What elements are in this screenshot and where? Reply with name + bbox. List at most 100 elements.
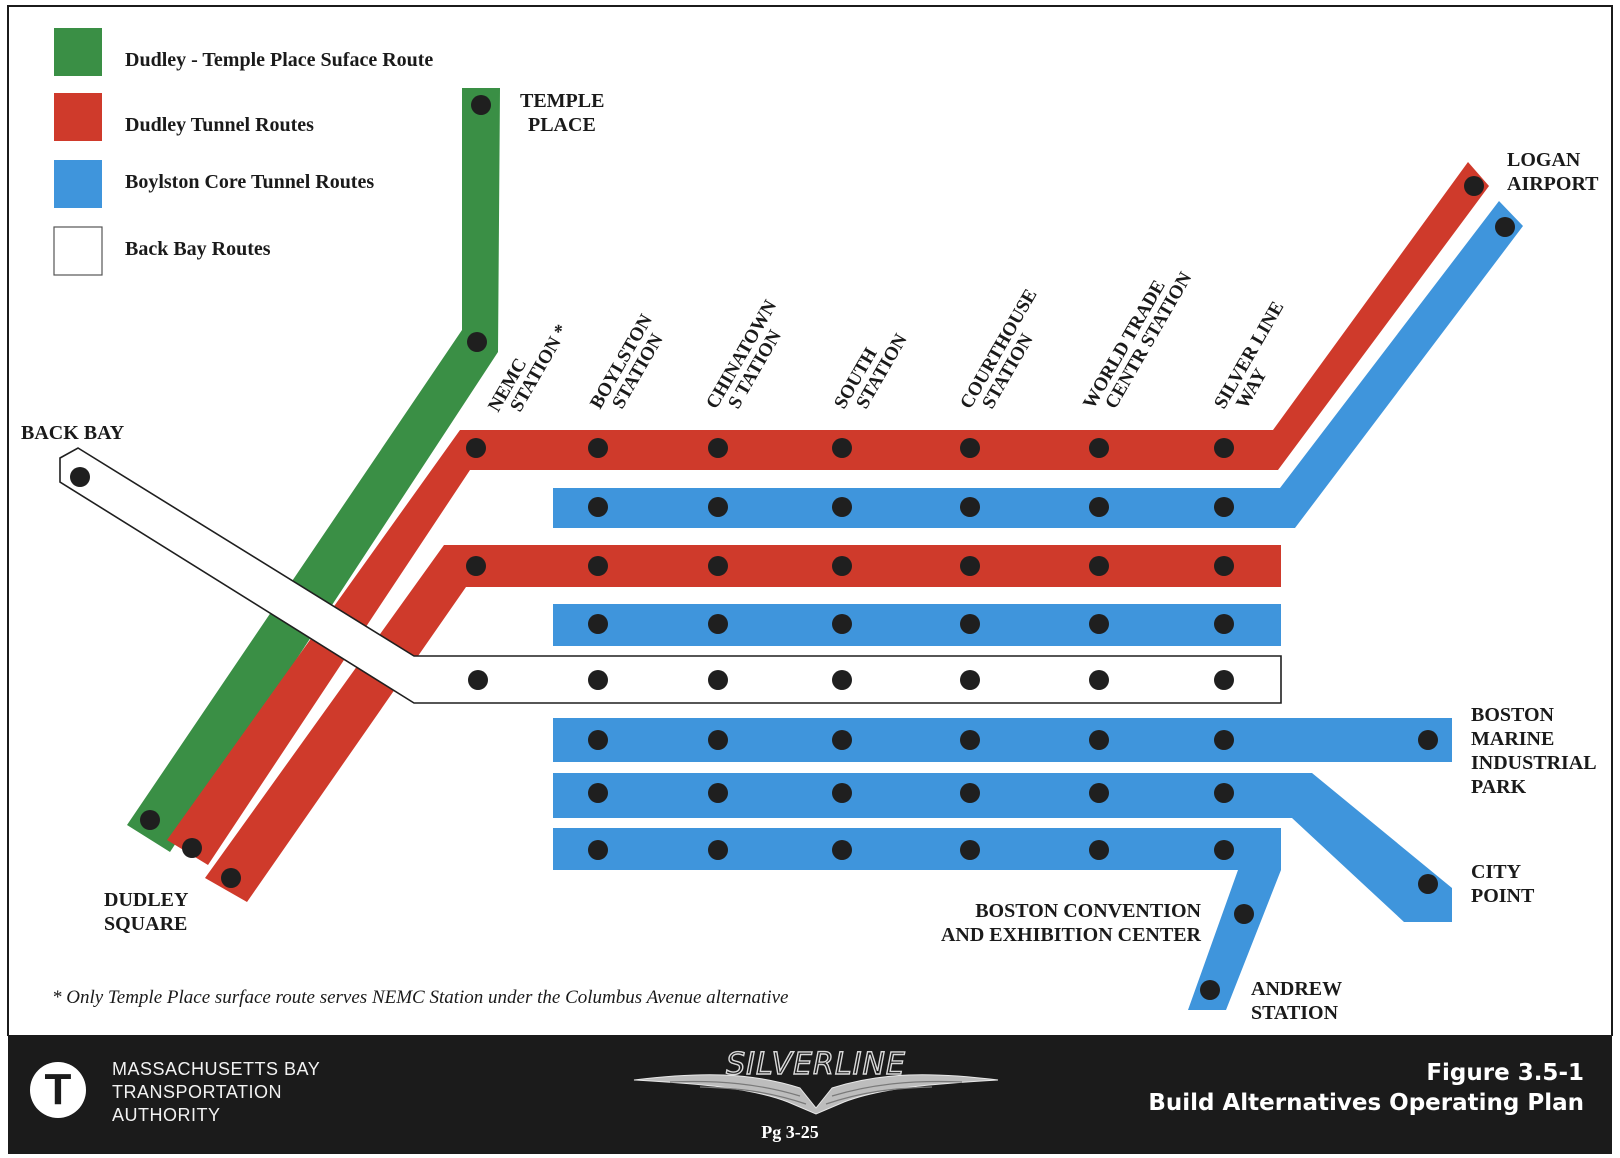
route-red-second (205, 545, 1281, 902)
station-dot (588, 783, 608, 803)
figure-caption: Figure 3.5-1 Build Alternatives Operatin… (1148, 1058, 1584, 1118)
station-dot (588, 670, 608, 690)
place-label-city-point-line1: CITY (1471, 861, 1522, 883)
place-label-andrew-line2: STATION (1251, 1002, 1339, 1024)
figure-frame (7, 5, 1613, 1036)
place-labels: TEMPLE PLACE BACK BAY LOGAN AIRPORT BOST… (21, 90, 1599, 1024)
station-dot (1214, 730, 1234, 750)
legend-label-back-bay: Back Bay Routes (125, 238, 271, 260)
station-dot (1214, 840, 1234, 860)
station-dot (1089, 497, 1109, 517)
route-red-logan (167, 162, 1489, 865)
station-dot (708, 497, 728, 517)
station-dot (468, 670, 488, 690)
place-label-city-point-line2: POINT (1471, 885, 1535, 907)
station-dot (466, 438, 486, 458)
station-dot (832, 840, 852, 860)
place-label-andrew-line1: ANDREW (1251, 978, 1342, 1000)
place-label-convention-line2: AND EXHIBITION CENTER (941, 924, 1202, 946)
station-dot (960, 670, 980, 690)
station-dot (221, 868, 241, 888)
legend-swatch-red (54, 93, 102, 141)
station-dot (1418, 730, 1438, 750)
station-labels: NEMC STATION * BOYLSTON STATION CHINATOW… (484, 268, 1288, 415)
station-dot (588, 556, 608, 576)
station-dot (708, 556, 728, 576)
place-label-temple-place-line1: TEMPLE (520, 90, 604, 112)
place-label-back-bay: BACK BAY (21, 422, 125, 444)
station-dot (960, 783, 980, 803)
station-dot (832, 556, 852, 576)
mbta-logo-letter: T (44, 1065, 72, 1114)
legend-swatch-green (54, 28, 102, 76)
place-label-marine-park-line3: INDUSTRIAL (1471, 752, 1597, 774)
station-dot (832, 783, 852, 803)
place-label-marine-park-line2: MARINE (1471, 728, 1554, 750)
station-dot (1089, 614, 1109, 634)
footer-bar: T MASSACHUSETTS BAY TRANSPORTATION AUTHO… (8, 1036, 1612, 1154)
place-label-dudley-line2: SQUARE (104, 913, 187, 935)
silverline-wings-feathers (669, 1080, 963, 1105)
station-dot (960, 730, 980, 750)
station-dot (1214, 614, 1234, 634)
legend-label-boylston-core: Boylston Core Tunnel Routes (125, 171, 374, 193)
station-dot (832, 670, 852, 690)
place-label-dudley-line1: DUDLEY (104, 889, 189, 911)
station-dot (588, 497, 608, 517)
station-dot (588, 614, 608, 634)
legend-label-surface-route: Dudley - Temple Place Suface Route (125, 49, 433, 71)
agency-name: MASSACHUSETTS BAY TRANSPORTATION AUTHORI… (112, 1058, 320, 1127)
station-dot (708, 730, 728, 750)
station-dot (708, 783, 728, 803)
station-dot (960, 438, 980, 458)
route-blue-second (553, 604, 1281, 646)
route-white-back-bay (59, 447, 1282, 704)
footnote: * Only Temple Place surface route serves… (52, 987, 788, 1008)
station-dot (1234, 904, 1254, 924)
legend: Dudley - Temple Place Suface Route Dudle… (53, 28, 433, 276)
page-number: Pg 3-25 (761, 1122, 819, 1142)
station-dot (960, 614, 980, 634)
station-dot (1089, 730, 1109, 750)
station-dot (1089, 670, 1109, 690)
route-blue-city-point (553, 773, 1452, 922)
agency-name-line1: MASSACHUSETTS BAY (112, 1059, 321, 1079)
station-dot (466, 556, 486, 576)
station-dot (1214, 670, 1234, 690)
figure-number: Figure 3.5-1 (1426, 1060, 1584, 1086)
agency-name-line3: AUTHORITY (112, 1105, 221, 1125)
station-dot (70, 467, 90, 487)
place-label-logan-line2: AIRPORT (1507, 173, 1599, 195)
mbta-t-logo: T (30, 1062, 86, 1118)
station-dot (1464, 176, 1484, 196)
station-dot (588, 730, 608, 750)
station-dot (708, 670, 728, 690)
station-dot (832, 438, 852, 458)
silverline-wings-shape (633, 1074, 999, 1115)
place-label-marine-park-line4: PARK (1471, 776, 1527, 798)
silverline-winged-logo: SILVERLINE (633, 1046, 999, 1115)
station-dot (1214, 556, 1234, 576)
station-dot (1200, 980, 1220, 1000)
station-dot (140, 810, 160, 830)
station-dots (70, 95, 1515, 1000)
agency-name-line2: TRANSPORTATION (112, 1082, 283, 1102)
route-map: Dudley - Temple Place Suface Route Dudle… (7, 5, 1613, 1036)
station-dot (1495, 217, 1515, 237)
station-dot (960, 840, 980, 860)
route-blue-marine-park (553, 718, 1452, 762)
place-label-marine-park-line1: BOSTON (1471, 704, 1555, 726)
station-dot (471, 95, 491, 115)
station-dot (708, 614, 728, 634)
station-dot (1089, 438, 1109, 458)
route-green-temple-place (127, 88, 500, 852)
station-dot (1214, 497, 1234, 517)
station-dot (1089, 556, 1109, 576)
place-label-convention-line1: BOSTON CONVENTION (975, 900, 1201, 922)
station-dot (832, 614, 852, 634)
station-dot (1089, 840, 1109, 860)
place-label-logan-line1: LOGAN (1507, 149, 1581, 171)
station-dot (1214, 783, 1234, 803)
figure-title: Build Alternatives Operating Plan (1148, 1090, 1584, 1116)
